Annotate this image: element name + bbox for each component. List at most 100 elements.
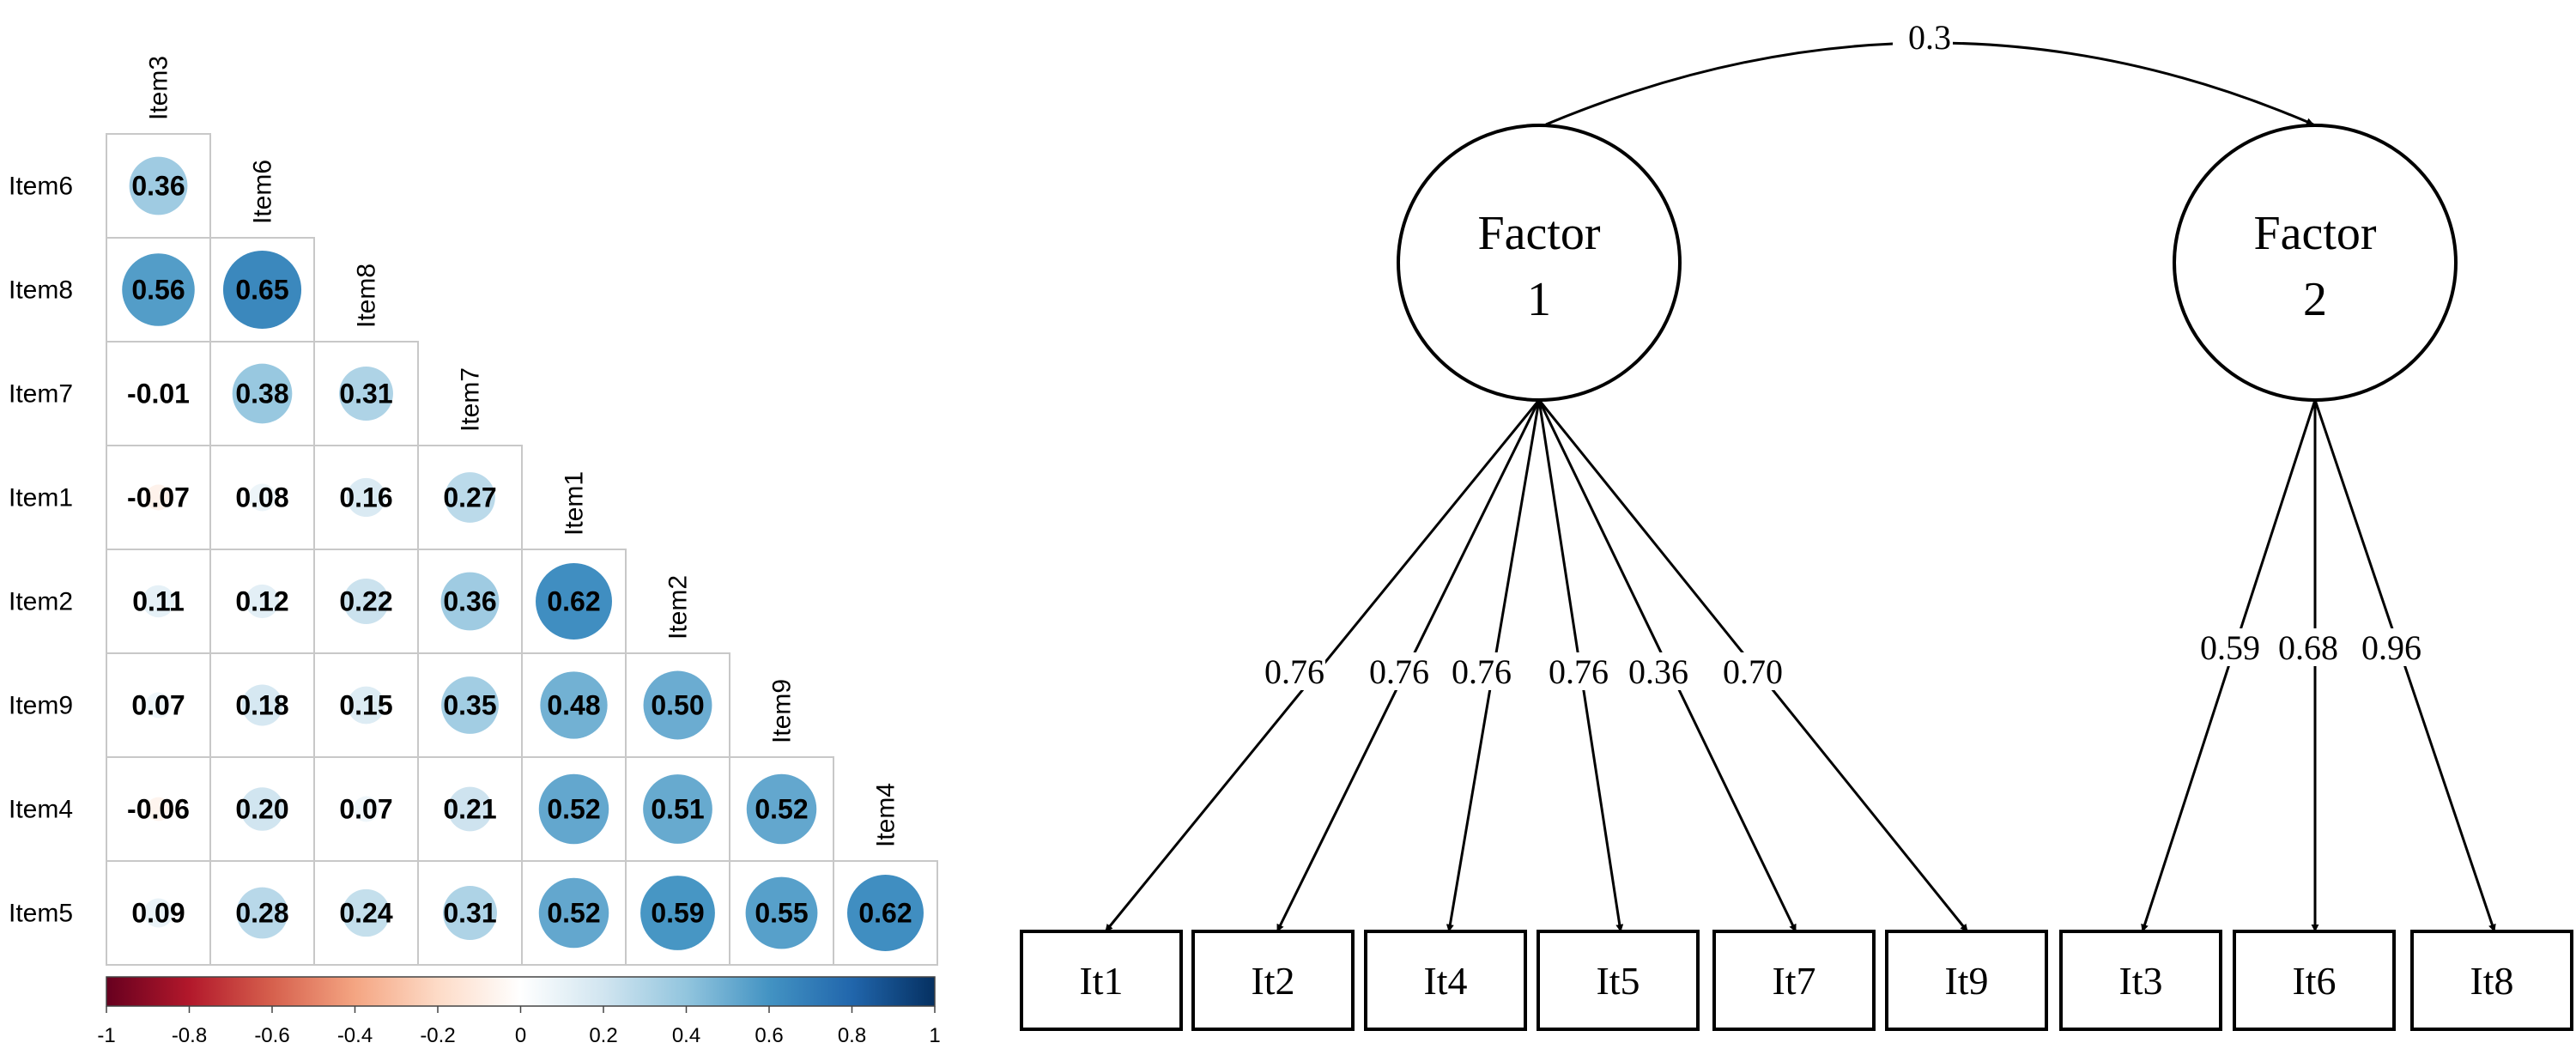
corr-circle-item9-item8 <box>347 686 385 725</box>
corr-value-item5-item1: 0.52 <box>547 898 600 929</box>
corr-circle-item2-item3 <box>142 585 175 618</box>
indicator-it6: It6 <box>2233 930 2396 1031</box>
indicator-it4: It4 <box>1364 930 1527 1031</box>
corr-circle-item9-item2 <box>643 670 712 740</box>
corr-value-item2-item3: 0.11 <box>132 586 185 617</box>
corr-circle-item9-item3 <box>145 692 172 718</box>
row-label-item8: Item8 <box>9 276 73 305</box>
corr-value-item4-item6: 0.20 <box>235 794 288 825</box>
indicator-boxes: It1 It2 It4 It5 It7 It9 <box>1020 930 2573 1031</box>
corr-value-item5-item7: 0.31 <box>443 898 496 929</box>
factor-1-node: Factor 1 <box>1397 124 1682 402</box>
loading-label-it1: 0.76 <box>1264 652 1324 691</box>
corr-value-item9-item1: 0.48 <box>547 690 600 721</box>
factor-2-node: Factor 2 <box>2173 124 2458 402</box>
factor-1-label-line1: Factor <box>1477 207 1600 260</box>
corr-value-item5-item4: 0.62 <box>858 898 912 929</box>
corr-circle-item9-item6 <box>241 684 283 726</box>
corr-value-item5-item8: 0.24 <box>339 898 392 929</box>
corr-circle-item5-item2 <box>640 876 715 950</box>
loading-label-it6: 0.68 <box>2278 628 2338 667</box>
loading-label-it2: 0.76 <box>1369 652 1429 691</box>
svg-text:It9: It9 <box>1944 959 1988 1003</box>
loading-label-it9: 0.70 <box>1723 652 1783 691</box>
corr-circle-item5-item8 <box>342 888 391 937</box>
factor1-loading-labels: 0.76 0.76 0.76 0.76 0.36 0.70 <box>1253 652 1787 691</box>
corr-value-item1-item7: 0.27 <box>443 482 496 513</box>
column-label-item4: Item4 <box>872 783 900 847</box>
column-label-item3: Item3 <box>145 56 173 120</box>
corr-value-item4-item3: -0.06 <box>127 794 190 825</box>
column-label-item7: Item7 <box>457 367 485 432</box>
column-label-item1: Item1 <box>561 471 589 536</box>
column-label-item9: Item9 <box>768 679 797 743</box>
legend-tick-label: -1 <box>97 1024 115 1047</box>
corr-circle-item1-item3 <box>145 484 172 511</box>
row-label-item7: Item7 <box>9 380 73 409</box>
covariance-label-bg <box>1893 21 1953 56</box>
corr-value-item4-item7: 0.21 <box>443 794 496 825</box>
corr-value-item9-item7: 0.35 <box>443 690 496 721</box>
corr-value-item1-item3: -0.07 <box>127 482 190 513</box>
indicator-it5: It5 <box>1537 930 1700 1031</box>
loading-label-it5: 0.76 <box>1549 652 1609 691</box>
indicator-it3: It3 <box>2059 930 2222 1031</box>
row-label-item2: Item2 <box>9 588 73 616</box>
corr-value-item2-item8: 0.22 <box>339 586 392 617</box>
corr-value-item1-item6: 0.08 <box>235 482 288 513</box>
corr-value-item9-item2: 0.50 <box>651 690 704 721</box>
factor-2-label-line1: Factor <box>2253 207 2376 260</box>
corr-value-item2-item6: 0.12 <box>235 586 288 617</box>
legend-tick-label: 0.6 <box>755 1024 783 1047</box>
corr-circle-item1-item8 <box>346 477 386 518</box>
covariance-label: 0.3 <box>1908 18 1951 57</box>
svg-text:It7: It7 <box>1772 959 1815 1003</box>
corr-circle-item4-item7 <box>447 786 493 832</box>
row-label-item9: Item9 <box>9 692 73 720</box>
corr-value-item8-item6: 0.65 <box>235 275 288 306</box>
corr-circle-item9-item7 <box>441 676 499 734</box>
corr-value-item8-item3: 0.56 <box>131 275 185 306</box>
corr-circle-item2-item7 <box>440 572 500 631</box>
corr-circle-item5-item3 <box>143 898 173 928</box>
corr-circle-item5-item7 <box>443 886 497 940</box>
svg-text:It4: It4 <box>1423 959 1467 1003</box>
corr-value-item2-item1: 0.62 <box>547 586 600 617</box>
corr-value-item5-item9: 0.55 <box>755 898 808 929</box>
corr-value-item4-item8: 0.07 <box>339 794 392 825</box>
corr-value-item9-item3: 0.07 <box>131 690 185 721</box>
corr-value-item2-item7: 0.36 <box>443 586 496 617</box>
loading-label-it3: 0.59 <box>2200 628 2260 667</box>
column-label-item2: Item2 <box>664 575 693 640</box>
corr-value-item9-item6: 0.18 <box>235 690 288 721</box>
svg-text:It3: It3 <box>2118 959 2162 1003</box>
factor1-loading-arrows <box>1104 399 1969 932</box>
grid-cell <box>833 860 938 966</box>
corr-circle-item1-item7 <box>445 472 495 523</box>
legend-tick-label: -0.4 <box>337 1024 373 1047</box>
legend-tick-label: 0 <box>515 1024 526 1047</box>
svg-text:It2: It2 <box>1251 959 1294 1003</box>
corr-circle-item5-item4 <box>847 875 924 951</box>
corr-circle-item5-item6 <box>236 887 288 939</box>
corr-value-item7-item6: 0.38 <box>235 379 288 409</box>
loading-label-it8: 0.96 <box>2361 628 2421 667</box>
row-label-item1: Item1 <box>9 484 73 512</box>
svg-text:It5: It5 <box>1596 959 1640 1003</box>
corr-circle-item7-item8 <box>339 367 393 421</box>
corr-circle-item5-item1 <box>538 877 609 949</box>
corr-circle-item4-item8 <box>353 796 379 822</box>
factor-1-ellipse <box>1397 124 1682 402</box>
svg-text:It1: It1 <box>1079 959 1123 1003</box>
corr-circle-item4-item6 <box>240 787 284 831</box>
indicator-it8: It8 <box>2410 930 2573 1031</box>
corr-circle-item2-item6 <box>245 584 280 619</box>
legend-tick-label: 0.4 <box>672 1024 700 1047</box>
factor2-loading-labels: 0.59 0.68 0.96 <box>2189 628 2426 667</box>
loading-label-it4: 0.76 <box>1452 652 1512 691</box>
corr-circle-item4-item1 <box>538 773 609 845</box>
corr-value-item5-item3: 0.09 <box>131 898 185 929</box>
